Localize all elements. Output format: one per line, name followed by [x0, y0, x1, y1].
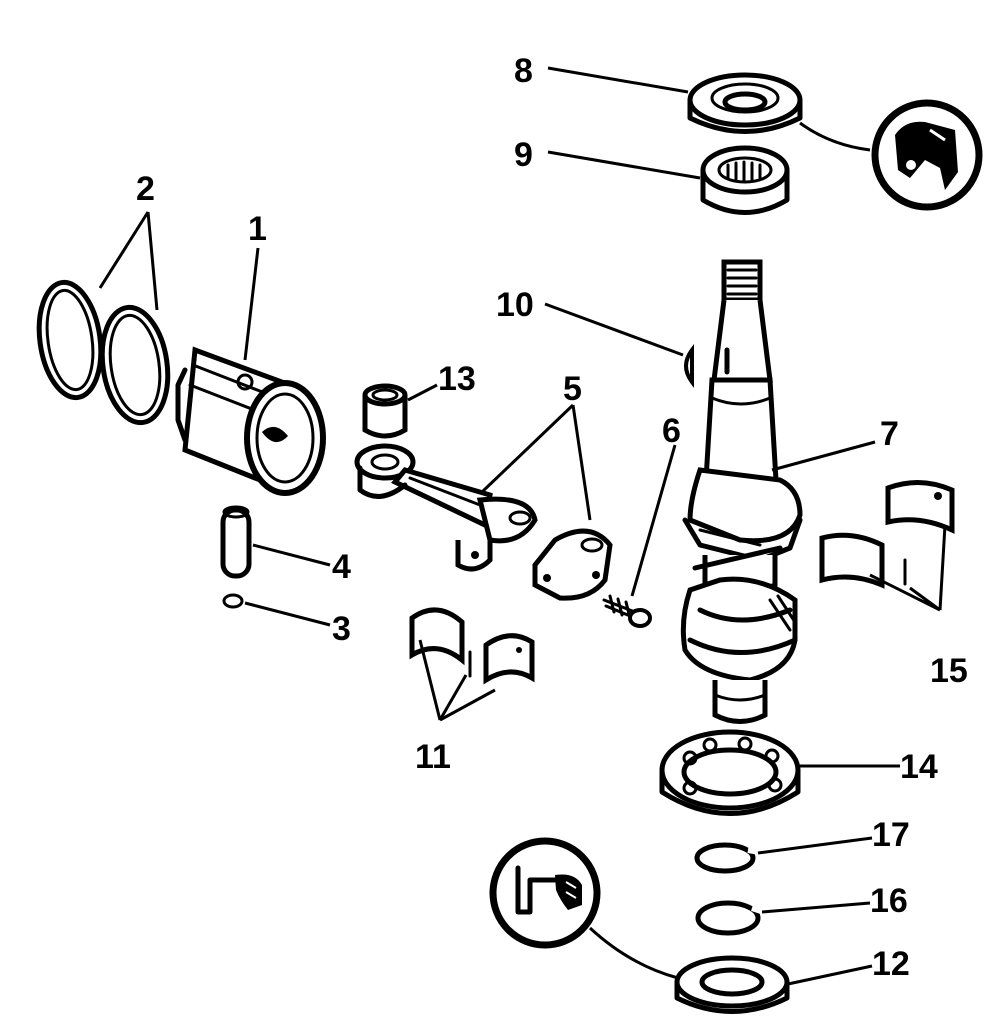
callout-13: 13	[438, 360, 476, 398]
leader-6	[630, 444, 677, 597]
rod-screw	[602, 594, 652, 628]
callout-5: 5	[563, 370, 582, 408]
callout-10: 10	[496, 286, 534, 324]
piston-pin	[220, 505, 252, 579]
snap-ring	[694, 842, 761, 874]
piston-rings	[36, 279, 171, 426]
needle-bearing	[362, 383, 408, 439]
leader-17	[757, 836, 873, 855]
leader-15	[869, 524, 947, 612]
leader-13	[407, 383, 438, 402]
upper-seal	[687, 72, 803, 134]
rod-bearing-liners	[409, 607, 535, 685]
retaining-ring-lower	[695, 900, 765, 936]
crankshaft	[680, 259, 803, 724]
callout-4: 4	[332, 548, 351, 586]
leader-8	[547, 66, 689, 94]
leader-5	[480, 403, 592, 521]
seal-installation-icon-top	[799, 99, 983, 211]
leader-2	[98, 211, 159, 311]
callout-6: 6	[662, 412, 681, 450]
callout-14: 14	[900, 748, 938, 786]
callout-2: 2	[136, 170, 155, 208]
callout-16: 16	[870, 882, 908, 920]
leader-16	[761, 901, 871, 914]
callout-9: 9	[514, 136, 533, 174]
connecting-rod	[354, 443, 538, 572]
leader-3	[244, 601, 331, 627]
lower-ball-bearing	[659, 729, 801, 816]
leader-12	[787, 964, 873, 986]
leader-1	[243, 247, 260, 361]
leader-11	[418, 639, 496, 722]
piston	[175, 346, 326, 496]
leader-4	[252, 543, 331, 567]
callout-11: 11	[415, 738, 451, 776]
leader-10	[544, 302, 684, 357]
rod-cap	[532, 528, 613, 601]
callout-7: 7	[880, 415, 899, 453]
main-bearing-liners	[819, 479, 955, 589]
callout-3: 3	[332, 610, 351, 648]
key	[684, 343, 694, 389]
lower-seal	[674, 955, 790, 1014]
seal-installation-icon-bottom	[489, 837, 679, 980]
callout-12: 12	[872, 945, 910, 983]
callout-8: 8	[514, 52, 533, 90]
callout-15: 15	[930, 652, 968, 690]
leader-7	[771, 440, 876, 472]
callout-17: 17	[872, 816, 910, 854]
callout-1: 1	[248, 210, 267, 248]
upper-bearing	[700, 145, 790, 215]
retaining-ring	[222, 593, 244, 609]
leader-9	[547, 150, 701, 180]
